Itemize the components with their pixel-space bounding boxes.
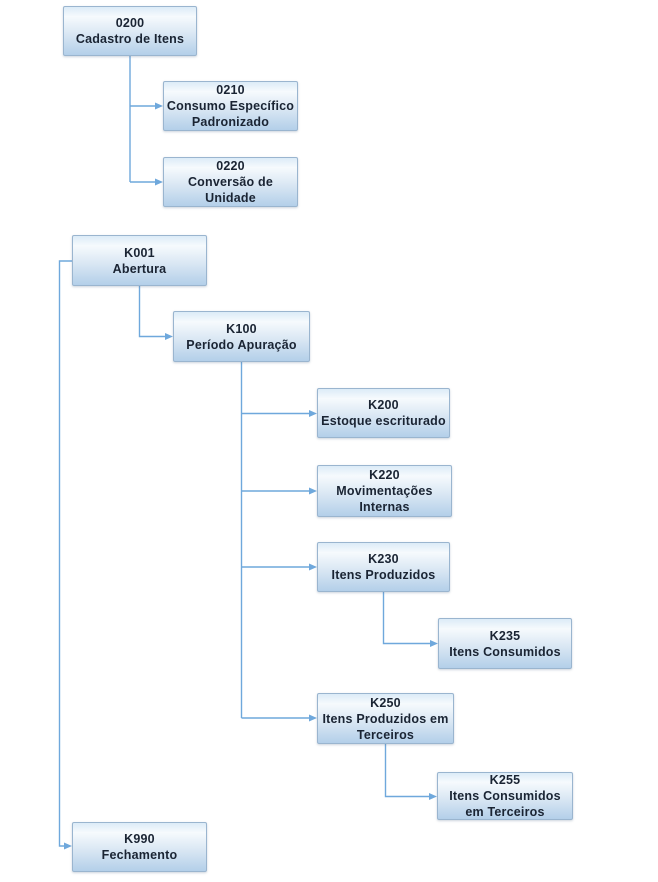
node-k255: K255 Itens Consumidos em Terceiros <box>437 772 573 820</box>
node-0220-label: 0220 Conversão de Unidade <box>187 159 274 205</box>
edge-k001-k990 <box>58 260 72 850</box>
edge-k250-k255 <box>384 744 437 800</box>
node-k100: K100 Período Apuração <box>173 311 310 362</box>
node-k250: K250 Itens Produzidos em Terceiros <box>317 693 454 744</box>
node-k230-label: K230 Itens Produzidos <box>331 552 436 582</box>
node-k100-label: K100 Período Apuração <box>186 321 297 352</box>
node-k001: K001 Abertura <box>72 235 207 286</box>
node-0210-label: 0210 Consumo Específico Padronizado <box>166 83 295 129</box>
node-k250-label: K250 Itens Produzidos em Terceiros <box>322 695 449 742</box>
node-k200: K200 Estoque escriturado <box>317 388 450 438</box>
node-0200-label: 0200 Cadastro de Itens <box>75 16 185 46</box>
edge-k001-k100 <box>138 286 173 340</box>
node-k220-label: K220 Movimentações Internas <box>336 468 433 514</box>
node-k990-label: K990 Fechamento <box>101 832 178 862</box>
node-k255-label: K255 Itens Consumidos em Terceiros <box>449 773 561 819</box>
node-k230: K230 Itens Produzidos <box>317 542 450 592</box>
node-k235: K235 Itens Consumidos <box>438 618 572 669</box>
node-k200-label: K200 Estoque escriturado <box>321 398 446 428</box>
node-0200: 0200 Cadastro de Itens <box>63 6 197 56</box>
node-k990: K990 Fechamento <box>72 822 207 872</box>
node-0210: 0210 Consumo Específico Padronizado <box>163 81 298 131</box>
edge-k230-k235 <box>382 592 438 647</box>
node-0220: 0220 Conversão de Unidade <box>163 157 298 207</box>
node-k235-label: K235 Itens Consumidos <box>449 628 561 659</box>
node-k001-label: K001 Abertura <box>112 245 167 276</box>
node-k220: K220 Movimentações Internas <box>317 465 452 517</box>
